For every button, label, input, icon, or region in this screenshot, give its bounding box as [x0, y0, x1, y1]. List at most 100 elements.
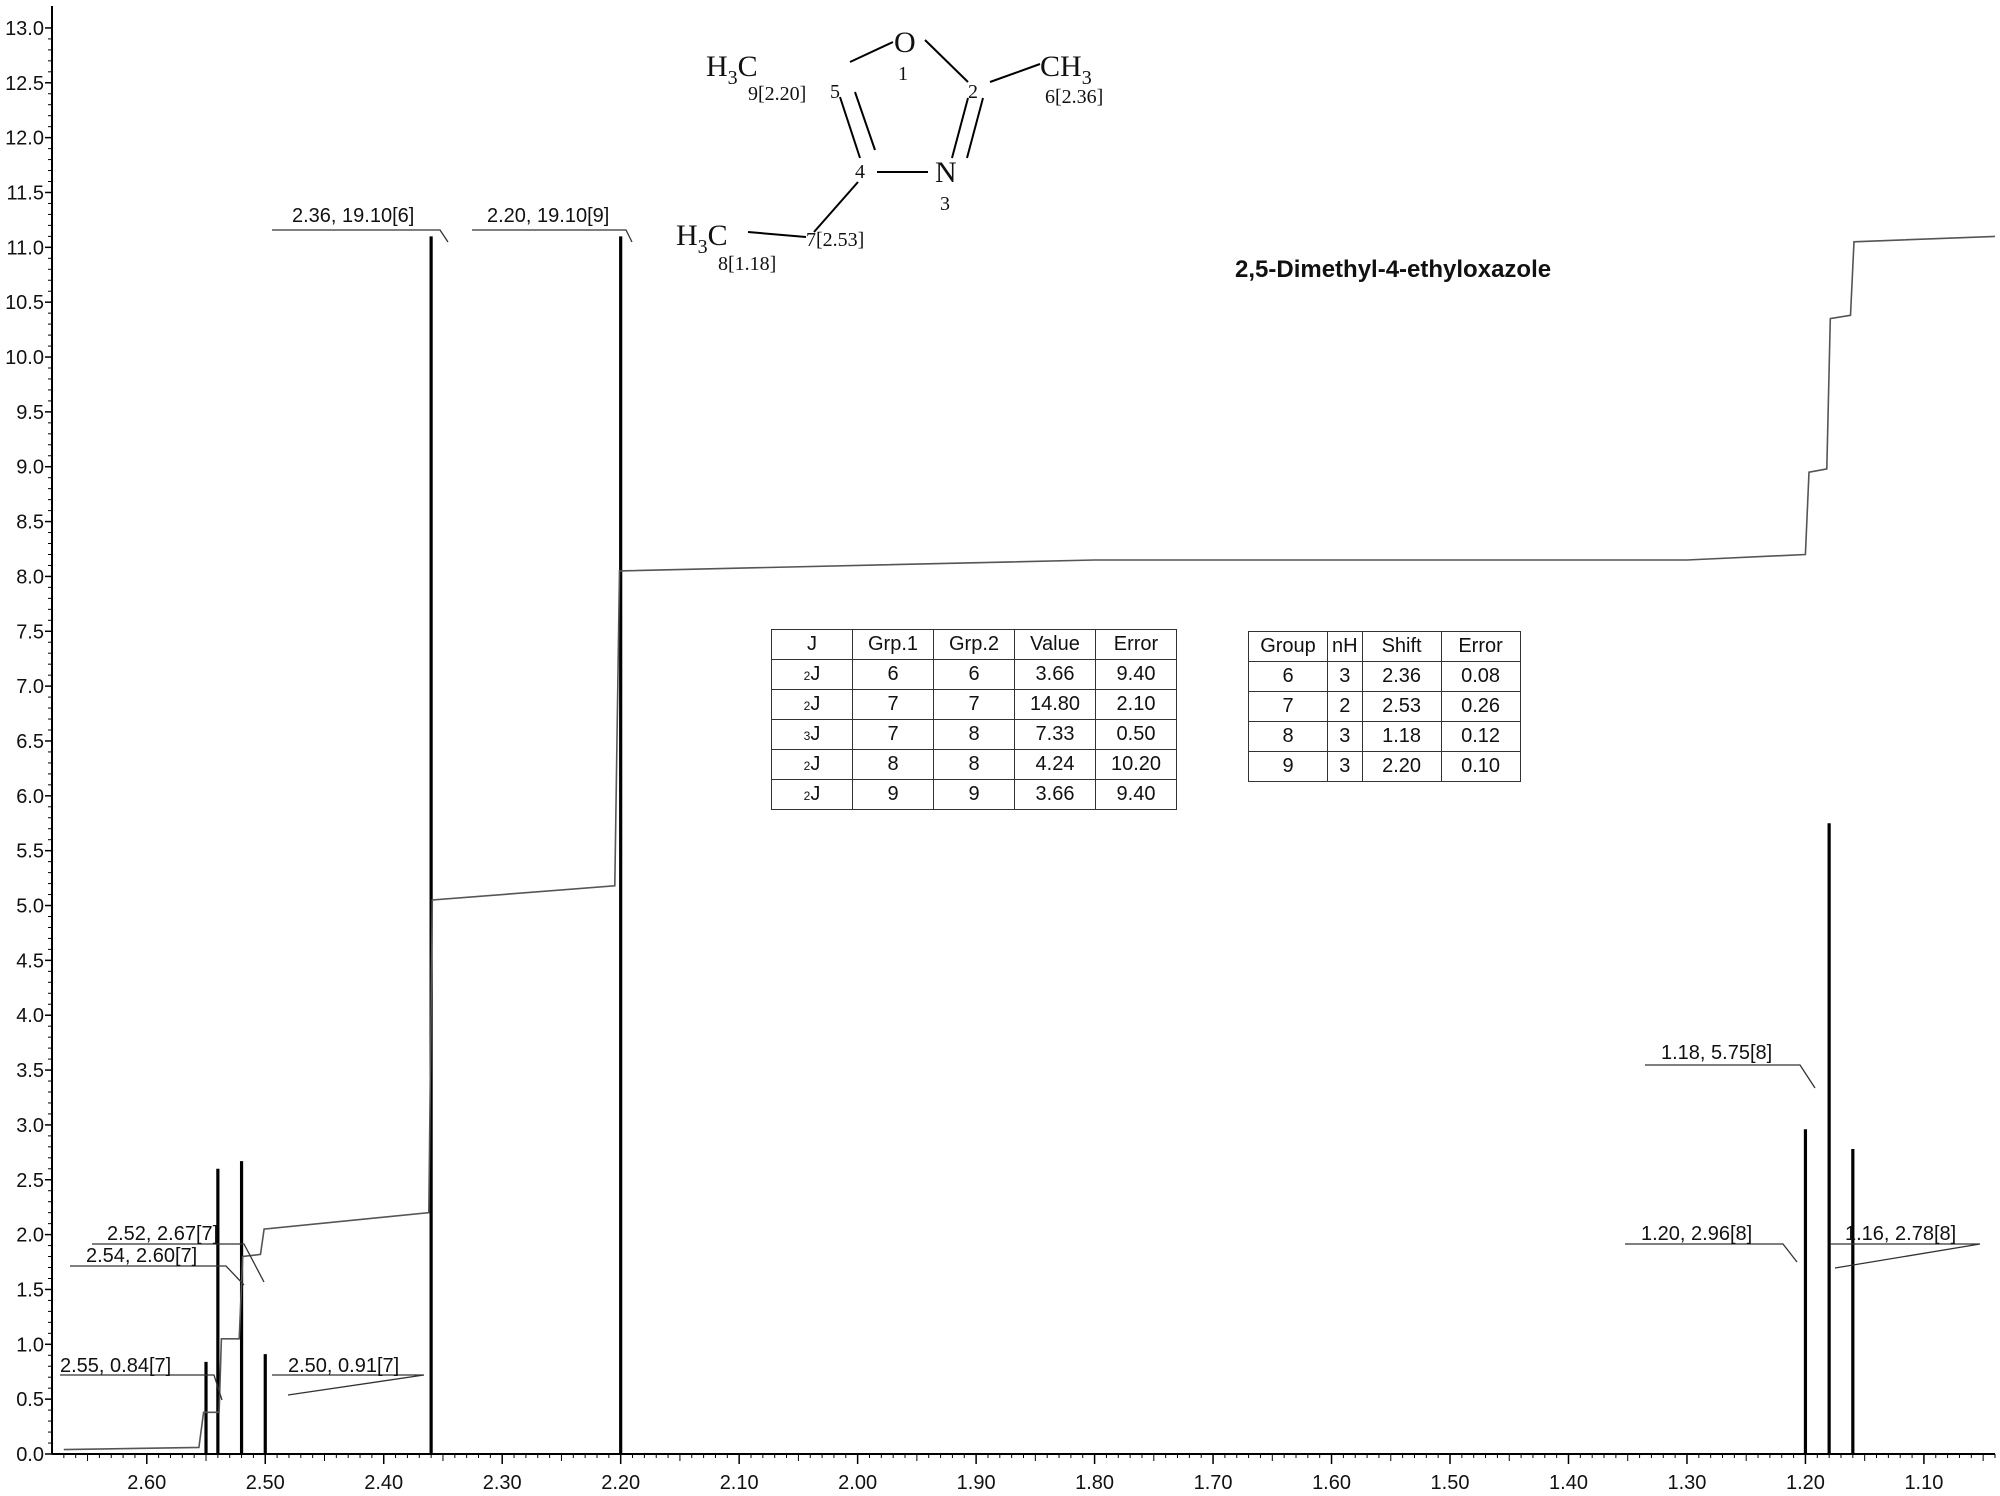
- error-cell: 0.12: [1440, 721, 1521, 752]
- group-cell: 7: [1248, 691, 1328, 722]
- peak-label: 1.20, 2.96[8]: [1641, 1223, 1752, 1245]
- x-tick-label: 2.30: [483, 1472, 522, 1494]
- shift-cell: 2.53: [1361, 691, 1442, 722]
- shift-cell: 1.18: [1361, 721, 1442, 752]
- coupling-order: 2: [803, 789, 811, 803]
- y-tick-label: 12.0: [5, 128, 44, 150]
- header-nh: nH: [1327, 631, 1363, 662]
- error-cell: 0.08: [1440, 661, 1521, 692]
- methylene-7-shift: 7[2.53]: [806, 229, 864, 251]
- peak-label: 1.16, 2.78[8]: [1845, 1223, 1956, 1245]
- y-tick-label: 12.5: [5, 73, 44, 95]
- x-tick-label: 1.40: [1549, 1472, 1588, 1494]
- group-cell: 6: [1248, 661, 1328, 692]
- y-tick-label: 6.0: [16, 786, 44, 808]
- y-tick-label: 5.0: [16, 896, 44, 918]
- coupling-type: 2J: [771, 659, 853, 690]
- shift-cell: 2.36: [1361, 661, 1442, 692]
- header-value: Value: [1014, 629, 1096, 660]
- y-tick-label: 5.5: [16, 841, 44, 863]
- coupling-symbol: J: [810, 663, 821, 685]
- coupling-symbol: J: [810, 783, 821, 805]
- header-error: Error: [1095, 629, 1177, 660]
- x-tick-label: 1.20: [1786, 1472, 1825, 1494]
- error-cell: 2.10: [1095, 689, 1177, 720]
- peak-label: 2.20, 19.10[9]: [487, 205, 609, 227]
- peak-label: 2.55, 0.84[7]: [60, 1355, 171, 1377]
- y-tick-label: 0.5: [16, 1389, 44, 1411]
- y-tick-label: 4.5: [16, 950, 44, 972]
- peak-label: 2.50, 0.91[7]: [288, 1355, 399, 1377]
- grp2-cell: 9: [933, 779, 1015, 810]
- x-tick-label: 2.40: [364, 1472, 403, 1494]
- x-tick-label: 2.60: [127, 1472, 166, 1494]
- peak-label-leader: [60, 1374, 223, 1401]
- nh-cell: 3: [1327, 751, 1363, 782]
- header-group: Group: [1248, 631, 1328, 662]
- y-tick-label: 2.5: [16, 1170, 44, 1192]
- y-ticks: 0.00.51.01.52.02.53.03.54.04.55.05.56.06…: [5, 18, 52, 1466]
- x-tick-label: 1.30: [1667, 1472, 1706, 1494]
- grp2-cell: 8: [933, 749, 1015, 780]
- grp2-cell: 7: [933, 689, 1015, 720]
- coupling-symbol: J: [810, 693, 821, 715]
- value-cell: 4.24: [1014, 749, 1096, 780]
- integral-curve: [63, 235, 1996, 1451]
- y-tick-label: 9.5: [16, 402, 44, 424]
- x-tick-label: 1.60: [1312, 1472, 1351, 1494]
- peak-label: 2.52, 2.67[7]: [107, 1223, 218, 1245]
- peak-label: 2.36, 19.10[6]: [292, 205, 414, 227]
- ring-number-3: 3: [940, 193, 950, 215]
- y-tick-label: 0.0: [16, 1444, 44, 1466]
- x-tick-label: 1.70: [1194, 1472, 1233, 1494]
- table-header-row: Group nH Shift Error: [1248, 631, 1521, 662]
- coupling-order: 2: [803, 669, 811, 683]
- grp2-cell: 6: [933, 659, 1015, 690]
- coupling-order: 3: [803, 729, 811, 743]
- coupling-type: 3J: [771, 719, 853, 750]
- chart-title: 2,5-Dimethyl-4-ethyloxazole: [1235, 256, 1551, 283]
- header-grp1: Grp.1: [852, 629, 934, 660]
- value-cell: 7.33: [1014, 719, 1096, 750]
- methyl-8-shift: 8[1.18]: [718, 253, 776, 275]
- peak-label-leader: [1830, 1243, 1981, 1269]
- y-tick-label: 2.0: [16, 1225, 44, 1247]
- ring-number-4: 4: [855, 161, 865, 183]
- peak-label: 2.54, 2.60[7]: [86, 1245, 197, 1267]
- oxygen-atom: O: [894, 26, 916, 59]
- y-tick-label: 1.0: [16, 1334, 44, 1356]
- x-tick-label: 2.50: [246, 1472, 285, 1494]
- coupling-symbol: J: [810, 723, 821, 745]
- coupling-type: 2J: [771, 779, 853, 810]
- methyl-6-shift: 6[2.36]: [1045, 86, 1103, 108]
- table-header-row: J Grp.1 Grp.2 Value Error: [771, 629, 1177, 660]
- peak-label-leader: [92, 1243, 265, 1283]
- y-tick-label: 11.5: [7, 182, 44, 204]
- group-cell: 8: [1248, 721, 1328, 752]
- ring-number-1: 1: [898, 63, 908, 85]
- peak-label-leader: [1625, 1243, 1798, 1263]
- methyl-8-label: H3C: [676, 219, 728, 258]
- methyl-6-label: CH3: [1040, 50, 1092, 89]
- coupling-type: 2J: [771, 749, 853, 780]
- error-cell: 0.26: [1440, 691, 1521, 722]
- grp1-cell: 7: [852, 689, 934, 720]
- x-tick-label: 1.80: [1075, 1472, 1114, 1494]
- peak-label-leader: [272, 1374, 425, 1396]
- peak-label-leader: [1645, 1064, 1816, 1089]
- nh-cell: 3: [1327, 721, 1363, 752]
- error-cell: 0.10: [1440, 751, 1521, 782]
- y-tick-label: 10.0: [5, 347, 44, 369]
- peak-label-leader: [272, 229, 449, 243]
